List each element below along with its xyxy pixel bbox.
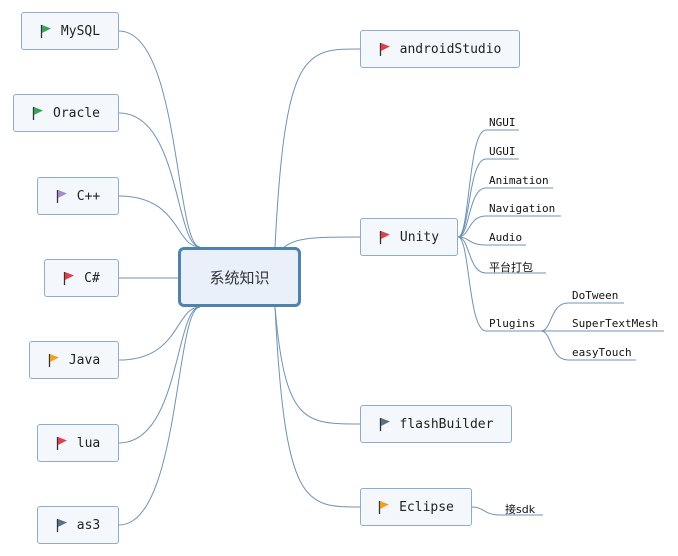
connector-left-0 xyxy=(118,30,201,248)
node-cpp[interactable]: C++ xyxy=(37,177,119,215)
connector-unity-0 xyxy=(457,129,487,238)
leaf-animation[interactable]: Animation xyxy=(489,174,549,187)
connector-unity-6 xyxy=(457,236,487,332)
node-label: flashBuilder xyxy=(399,416,494,432)
leaf-dotween[interactable]: DoTween xyxy=(572,289,619,302)
flag-icon xyxy=(56,436,68,450)
node-label: as3 xyxy=(76,517,101,533)
leaf-easytouch[interactable]: easyTouch xyxy=(572,346,632,359)
connector-left-6 xyxy=(118,306,201,526)
connector-right-2 xyxy=(274,306,361,425)
connector-left-1 xyxy=(118,112,201,248)
connector-right-0 xyxy=(274,48,361,248)
flag-icon xyxy=(48,353,60,367)
flag-icon xyxy=(378,500,390,514)
flag-icon xyxy=(32,106,44,120)
node-label: C++ xyxy=(76,188,101,204)
connector-plugins-0 xyxy=(540,302,569,332)
flag-icon xyxy=(379,230,391,244)
leaf-platform-pack[interactable]: 平台打包 xyxy=(489,261,533,274)
connector-unity-5 xyxy=(457,236,487,274)
node-label: Java xyxy=(68,352,101,368)
node-lua[interactable]: lua xyxy=(37,424,119,462)
node-label: Eclipse xyxy=(399,499,454,515)
leaf-navigation[interactable]: Navigation xyxy=(489,202,556,215)
node-label: androidStudio xyxy=(399,41,502,57)
node-flashbuilder[interactable]: flashBuilder xyxy=(360,405,512,443)
node-label: Unity xyxy=(399,229,440,245)
node-as3[interactable]: as3 xyxy=(37,506,119,544)
node-eclipse[interactable]: Eclipse xyxy=(360,488,472,526)
leaf-sdk[interactable]: 接sdk xyxy=(505,503,536,516)
node-java[interactable]: Java xyxy=(29,341,119,379)
node-label: C# xyxy=(84,270,100,286)
node-mysql[interactable]: MySQL xyxy=(21,12,119,50)
leaf-supertextmesh[interactable]: SuperTextMesh xyxy=(572,317,659,330)
connector-unity-3 xyxy=(457,215,487,238)
central-topic[interactable]: 系统知识 xyxy=(178,247,301,307)
flag-icon xyxy=(379,42,391,56)
node-label: lua xyxy=(76,435,101,451)
connector-right-3 xyxy=(274,306,361,508)
connector-left-4 xyxy=(118,306,201,361)
connector-unity-2 xyxy=(457,187,487,238)
flag-icon xyxy=(40,24,52,38)
leaf-ngui[interactable]: NGUI xyxy=(489,116,516,129)
connector-unity-1 xyxy=(457,158,487,238)
leaf-ugui[interactable]: UGUI xyxy=(489,145,516,158)
connector-left-2 xyxy=(118,195,201,248)
node-androidstudio[interactable]: androidStudio xyxy=(360,30,520,68)
node-csharp[interactable]: C# xyxy=(44,259,119,297)
flag-icon xyxy=(56,518,68,532)
leaf-audio[interactable]: Audio xyxy=(489,231,523,244)
flag-icon xyxy=(63,271,75,285)
node-label: MySQL xyxy=(60,23,101,39)
node-oracle[interactable]: Oracle xyxy=(13,94,119,132)
flag-icon xyxy=(379,417,391,431)
leaf-plugins[interactable]: Plugins xyxy=(489,317,536,330)
connector-eclipse-0 xyxy=(471,506,501,516)
node-label: Oracle xyxy=(53,105,100,121)
connector-left-5 xyxy=(118,306,201,444)
node-unity[interactable]: Unity xyxy=(360,218,458,256)
connector-plugins-2 xyxy=(540,330,569,361)
flag-icon xyxy=(56,189,68,203)
